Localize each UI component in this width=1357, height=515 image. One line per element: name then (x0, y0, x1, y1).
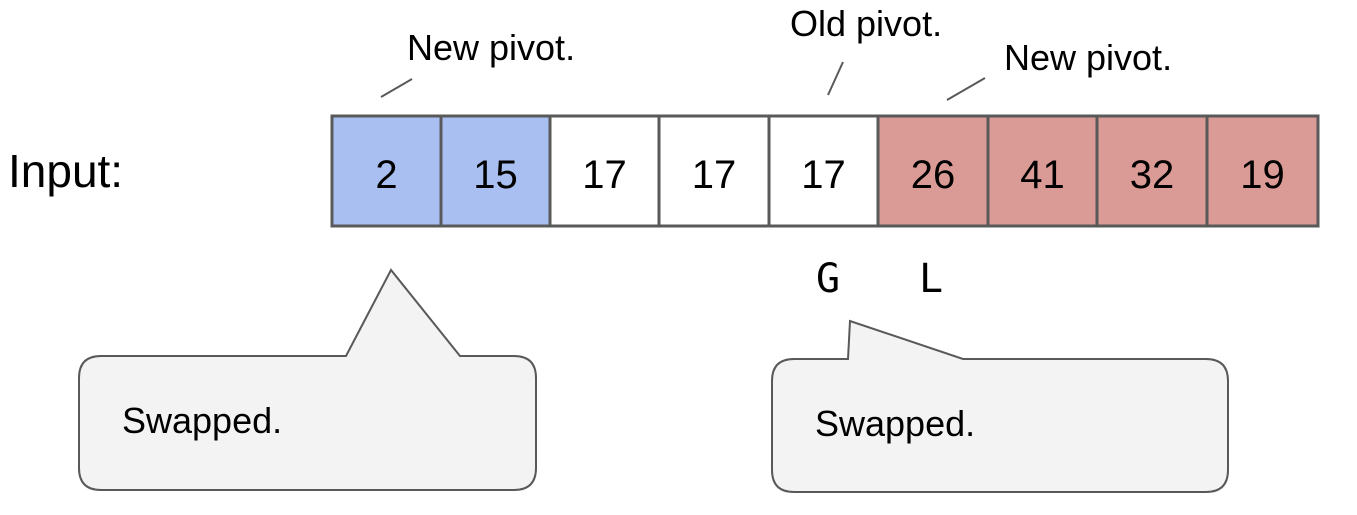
cell-box (876, 114, 990, 228)
new-pivot-left-leader (380, 78, 413, 98)
cell-value: 15 (473, 153, 518, 197)
pointer-g: G (816, 256, 840, 302)
array-cell: 26 (876, 114, 990, 228)
callout-right-bubble (771, 319, 1229, 493)
callout-right-text: Swapped. (815, 403, 975, 444)
array-cell: 17 (767, 114, 880, 228)
cell-value: 32 (1130, 153, 1175, 197)
callout-left-bubble (78, 268, 537, 491)
array-cell: 17 (657, 114, 771, 228)
cell-box (1205, 114, 1320, 228)
cell-box (439, 114, 552, 228)
cell-value: 17 (801, 153, 846, 197)
cell-value: 26 (911, 153, 956, 197)
cell-value: 17 (692, 153, 737, 197)
new-pivot-left-label: New pivot. (407, 27, 575, 68)
cell-box (548, 114, 661, 228)
callout-left-text: Swapped. (122, 400, 282, 441)
array: 2 15 17 17 17 26 41 32 (330, 114, 1320, 228)
cell-value: 17 (582, 153, 627, 197)
cell-box (767, 114, 880, 228)
array-cell: 19 (1205, 114, 1320, 228)
array-cell: 15 (439, 114, 552, 228)
cell-box (330, 114, 443, 228)
cell-value: 19 (1240, 153, 1285, 197)
cell-box (986, 114, 1099, 228)
cell-value: 2 (375, 153, 397, 197)
cell-value: 41 (1020, 153, 1065, 197)
cell-box (1095, 114, 1209, 228)
new-pivot-right-label: New pivot. (1004, 37, 1172, 78)
array-cell: 2 (330, 114, 443, 228)
old-pivot-leader (827, 61, 844, 96)
old-pivot-label: Old pivot. (790, 3, 942, 44)
array-cell: 32 (1095, 114, 1209, 228)
array-cell: 17 (548, 114, 661, 228)
input-label: Input: (8, 145, 123, 197)
callout-right: Swapped. (771, 319, 1229, 493)
pointer-l: L (919, 256, 943, 302)
array-cell: 41 (986, 114, 1099, 228)
new-pivot-right-leader (946, 77, 986, 101)
callout-left: Swapped. (78, 268, 537, 491)
